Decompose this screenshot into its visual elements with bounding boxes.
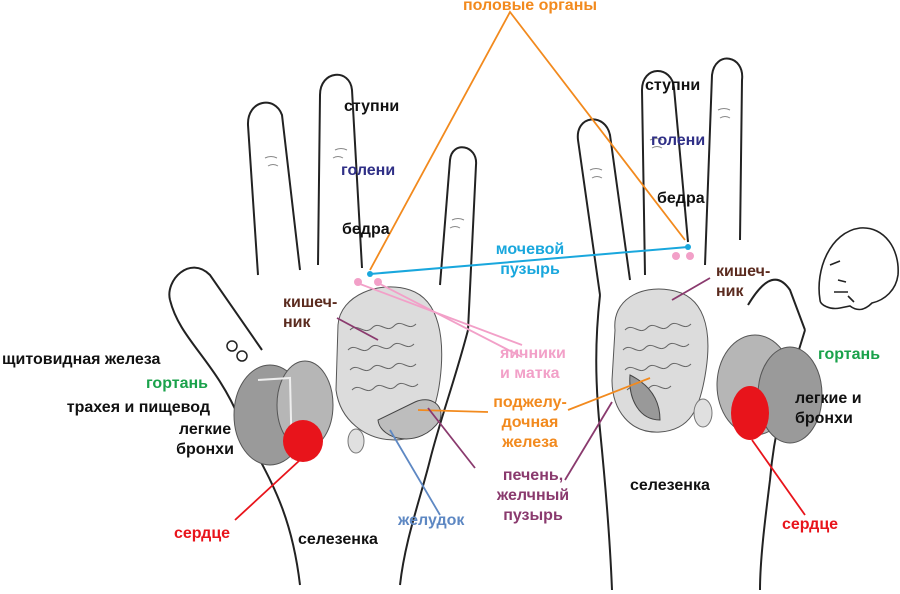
liver-label: печень, желчный пузырь xyxy=(496,467,570,524)
genitals-label: половые органы xyxy=(462,0,598,14)
larynx-right-label: гортань xyxy=(818,346,881,363)
right-spleen xyxy=(693,398,713,428)
bladder-leader xyxy=(369,246,689,275)
stomach-leader xyxy=(389,429,441,516)
left-thyroid-dot-1 xyxy=(226,340,238,352)
stomach-label: желудок xyxy=(398,512,465,529)
intestine-left-label: кишеч- ник xyxy=(283,294,338,331)
left-finger-creases xyxy=(264,148,465,229)
ovaries-leader-2 xyxy=(379,283,523,358)
liver-leader xyxy=(427,407,476,469)
feet-right-label: ступни xyxy=(645,77,701,94)
shins-left-label: голени xyxy=(341,162,396,179)
right-heart xyxy=(731,386,769,440)
heart-left-leader xyxy=(234,459,301,521)
left-heart xyxy=(283,420,323,462)
feet-left-label: ступни xyxy=(344,98,400,115)
head-sketch xyxy=(818,227,899,311)
thighs-right-label: бедра xyxy=(657,190,705,207)
trachea-label: трахея и пищевод xyxy=(66,399,210,416)
lungs-right-label: легкие и бронхи xyxy=(795,390,862,427)
heart-right-label: сердце xyxy=(782,516,839,533)
left-spleen xyxy=(347,428,365,454)
larynx-left-label: гортань xyxy=(145,375,208,392)
spleen-left-label: селезенка xyxy=(298,531,378,548)
right-hand-outline xyxy=(576,57,806,591)
right-finger-creases xyxy=(589,108,731,179)
ovaries-label: яичники и матка xyxy=(500,345,566,382)
heart-right-leader xyxy=(751,439,806,516)
intestine-right-label: кишеч- ник xyxy=(716,263,771,300)
intestine-left-leader xyxy=(336,317,379,341)
spleen-right-label: селезенка xyxy=(630,477,710,494)
leader-lines xyxy=(234,10,806,521)
left-abdomen-organs xyxy=(335,286,443,441)
pancreas-label: поджелу- дочная железа xyxy=(493,394,567,451)
bladder-label: мочевой пузырь xyxy=(495,241,565,278)
left-thyroid-dot-2 xyxy=(236,350,248,362)
intestine-right-leader xyxy=(671,277,711,301)
liver-leader-right xyxy=(564,401,613,481)
right-pink-dot-1 xyxy=(672,252,680,260)
thighs-left-label: бедра xyxy=(342,221,390,238)
right-abdomen-organs xyxy=(611,288,709,433)
pancreas-leader-right xyxy=(567,377,651,411)
right-pink-dot-2 xyxy=(686,252,694,260)
lungs-left-label: легкие бронхи xyxy=(176,421,234,458)
thyroid-label: щитовидная железа xyxy=(2,351,161,368)
heart-left-label: сердце xyxy=(174,525,231,542)
genitals-leader xyxy=(369,10,686,271)
shins-right-label: голени xyxy=(651,132,706,149)
